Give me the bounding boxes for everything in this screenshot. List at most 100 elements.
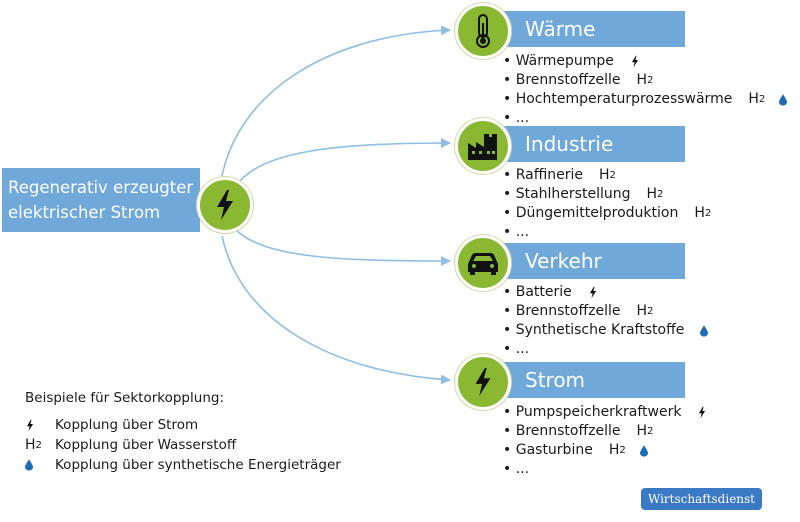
connector-strom [221, 235, 451, 385]
h2-letter: H [646, 186, 658, 202]
legend-row: Kopplung über synthetische Energieträger [25, 455, 341, 475]
list-item: Gasturbine H2 [503, 441, 707, 460]
legend-title: Beispiele für Sektorkopplung: [25, 390, 224, 406]
source-line-1: Regenerativ erzeugter [8, 178, 194, 197]
list-item-text: Synthetische Kraftstoffe [503, 321, 685, 340]
legend-text: Kopplung über Wasserstoff [55, 437, 237, 453]
lightning-icon [25, 418, 35, 433]
source-line-2: elektrischer Strom [8, 203, 161, 222]
list-item-text: ... [503, 460, 529, 479]
h2-subscript: 2 [704, 208, 712, 219]
drop-icon [25, 459, 33, 471]
h2-subscript: 2 [647, 426, 654, 437]
list-item: Wärmepumpe [503, 52, 787, 71]
list-item-text: Wärmepumpe [503, 52, 614, 71]
list-item: Hochtemperaturprozesswärme H2 [503, 90, 788, 109]
drop-icon [639, 444, 648, 457]
list-item: Brennstoffzelle H2 [503, 302, 708, 321]
items-industrie: RaffinerieH2StahlherstellungH2Düngemitte… [503, 166, 712, 242]
list-item-text: Stahlherstellung [503, 185, 631, 204]
h2-subscript: 2 [35, 439, 42, 451]
lightning-icon [630, 54, 640, 69]
sector-title-industrie: Industrie [503, 126, 685, 162]
h2-subscript: 2 [609, 170, 616, 181]
list-item: ... [503, 223, 711, 242]
items-waerme: WärmepumpeBrennstoffzelleH2Hochtemperatu… [503, 52, 788, 128]
list-item-text: Gasturbine [503, 441, 593, 460]
list-item: Brennstoffzelle H2 [503, 71, 787, 90]
h2-letter: H [694, 205, 705, 221]
legend-text: Kopplung über Strom [55, 417, 199, 433]
list-item: ... [503, 340, 708, 359]
list-item: Batterie [503, 283, 708, 302]
list-item: Raffinerie H2 [503, 166, 711, 185]
list-item-text: Brennstoffzelle [503, 71, 621, 90]
car-icon [455, 235, 511, 291]
h2-letter: H [748, 91, 759, 107]
h2-subscript: 2 [657, 189, 664, 200]
lightning-icon [455, 354, 511, 410]
sector-title-verkehr: Verkehr [503, 243, 685, 279]
list-item: ... [503, 109, 787, 128]
lightning-icon [197, 177, 253, 233]
list-item-text: ... [503, 223, 529, 242]
items-verkehr: BatterieBrennstoffzelleH2Synthetische Kr… [503, 283, 709, 359]
h2-letter: H [636, 303, 648, 319]
publisher-badge: Wirtschaftsdienst [641, 488, 762, 510]
list-item-text: Düngemittelproduktion [503, 204, 679, 223]
connector-waerme [221, 25, 451, 177]
h2-subscript: 2 [647, 306, 654, 317]
drop-icon [779, 93, 788, 106]
connector-verkehr [235, 229, 451, 266]
factory-icon [455, 118, 511, 174]
list-item: Synthetische Kraftstoffe [503, 321, 709, 340]
legend: Beispiele für Sektorkopplung: Kopplung ü… [25, 390, 341, 475]
legend-symbol [25, 418, 55, 433]
list-item: Brennstoffzelle H2 [503, 422, 707, 441]
legend-text: Kopplung über synthetische Energieträger [55, 457, 341, 473]
sector-title-waerme: Wärme [503, 11, 685, 47]
list-item: Düngemittelproduktion H2 [503, 204, 712, 223]
list-item: Stahlherstellung H2 [503, 185, 711, 204]
list-item: ... [503, 460, 707, 479]
list-item-text: Pumpspeicherkraftwerk [503, 403, 682, 422]
h2-subscript: 2 [619, 445, 626, 456]
list-item: Pumpspeicherkraftwerk [503, 403, 707, 422]
list-item-text: Raffinerie [503, 166, 583, 185]
h2-subscript: 2 [758, 94, 766, 105]
h2-letter: H [636, 72, 648, 88]
source-box: Regenerativ erzeugter elektrischer Strom [2, 168, 200, 232]
items-strom: PumpspeicherkraftwerkBrennstoffzelleH2Ga… [503, 403, 707, 479]
list-item-text: ... [503, 109, 529, 128]
legend-symbol [25, 459, 55, 471]
h2-letter: H [25, 437, 36, 453]
h2-letter: H [636, 423, 648, 439]
lightning-icon [588, 285, 598, 300]
list-item-text: Brennstoffzelle [503, 302, 621, 321]
thermometer-icon [455, 3, 511, 59]
h2-letter: H [608, 442, 620, 458]
lightning-icon [697, 405, 707, 420]
h2-subscript: 2 [647, 75, 654, 86]
list-item-text: Hochtemperaturprozesswärme [503, 90, 733, 109]
legend-row: Kopplung über Strom [25, 415, 341, 435]
connector-industrie [235, 138, 451, 187]
h2-letter: H [599, 167, 610, 183]
list-item-text: Batterie [503, 283, 572, 302]
sector-title-strom: Strom [503, 362, 685, 398]
list-item-text: ... [503, 340, 529, 359]
drop-icon [700, 324, 709, 337]
list-item-text: Brennstoffzelle [503, 422, 621, 441]
